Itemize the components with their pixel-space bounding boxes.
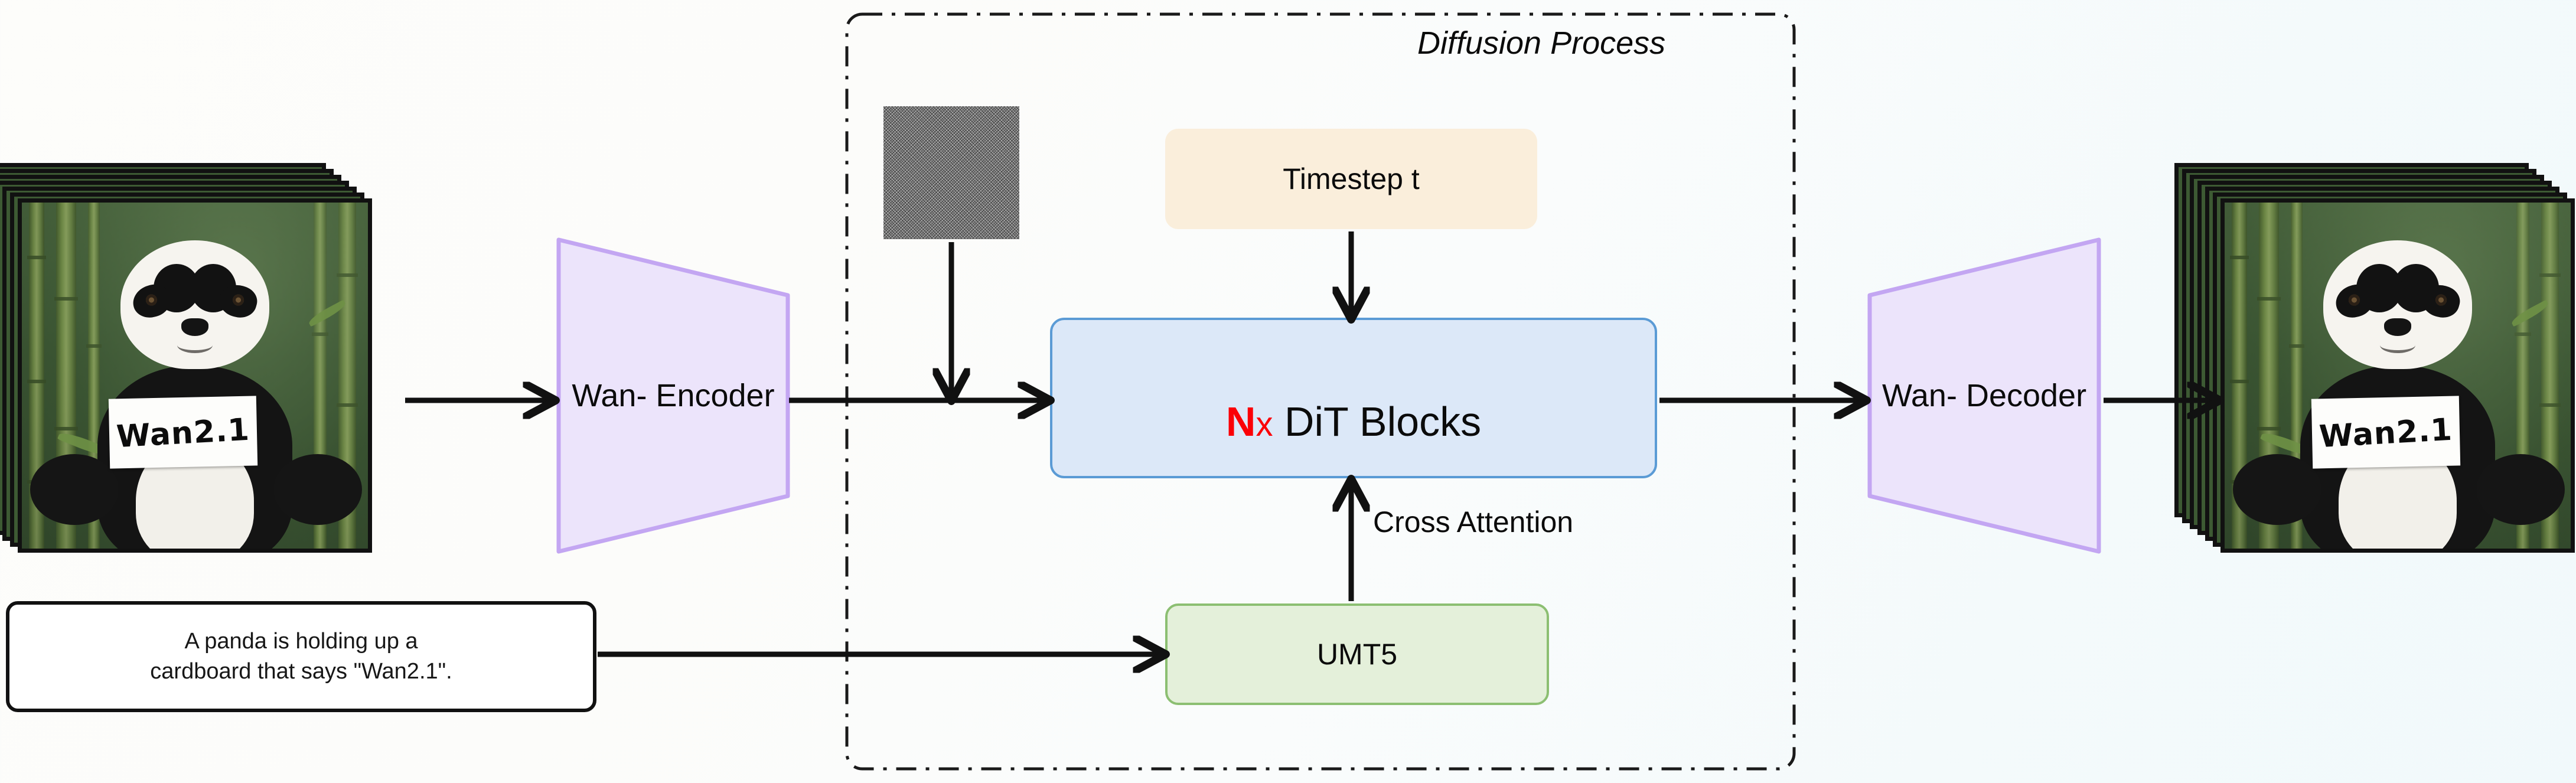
umt5-block[interactable]: UMT5 <box>1165 603 1549 705</box>
dit-blocks-text: DiT Blocks <box>1284 399 1482 445</box>
cross-attention-label: Cross Attention <box>1373 505 1574 539</box>
wan-encoder-block[interactable]: Wan- Encoder <box>555 236 791 555</box>
input-video-frames: Wan2.1 <box>0 163 419 576</box>
wan-decoder-label: Wan- Decoder <box>1882 377 2087 413</box>
prompt-text: A panda is holding up a cardboard that s… <box>150 629 452 684</box>
timestep-block[interactable]: Timestep t <box>1165 129 1537 229</box>
video-frame: Wan2.1 <box>2220 198 2575 553</box>
prompt-text-box[interactable]: A panda is holding up a cardboard that s… <box>6 601 596 712</box>
cardboard-sign: Wan2.1 <box>108 396 258 469</box>
dit-multiply-symbol: x <box>1256 405 1273 443</box>
wan-decoder-block[interactable]: Wan- Decoder <box>1866 236 2102 555</box>
dit-blocks-label: Nx DiT Blocks <box>1226 351 1481 445</box>
timestep-label: Timestep t <box>1283 162 1420 195</box>
diffusion-process-container <box>845 12 1796 771</box>
output-video-frames: Wan2.1 <box>2174 163 2576 576</box>
umt5-label: UMT5 <box>1316 638 1398 671</box>
dit-blocks-block[interactable]: Nx DiT Blocks <box>1050 318 1657 478</box>
diffusion-process-label: Diffusion Process <box>1417 25 1666 61</box>
gaussian-noise-patch <box>883 106 1019 239</box>
video-frame: Wan2.1 <box>18 198 372 553</box>
cardboard-sign: Wan2.1 <box>2311 396 2461 469</box>
dit-repeat-count: N <box>1225 399 1256 445</box>
wan-encoder-label: Wan- Encoder <box>572 377 775 413</box>
